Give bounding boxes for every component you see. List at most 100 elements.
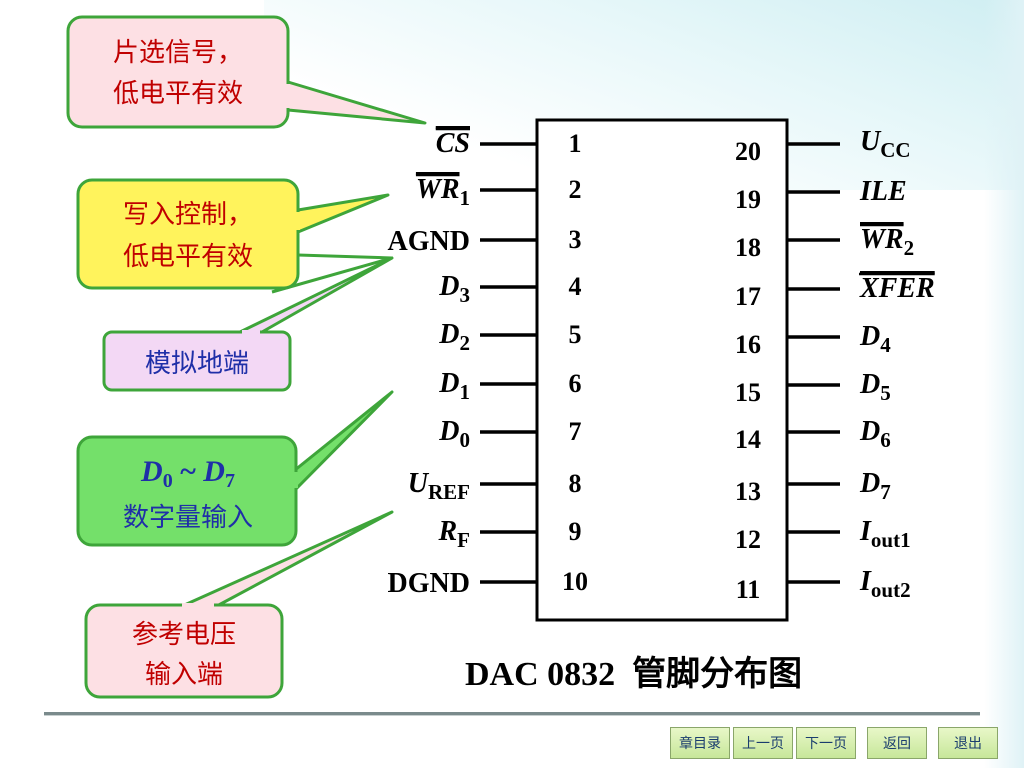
left-pin-1-label: CS bbox=[436, 128, 470, 159]
left-pin-3-label: AGND bbox=[388, 226, 470, 257]
callout-write-control: 写入控制， 低电平有效 bbox=[76, 178, 393, 294]
callout-write-control-line-2: 低电平有效 bbox=[123, 242, 253, 272]
diagram-title: DAC 0832 管脚分布图 bbox=[465, 655, 802, 693]
right-pin-18: 18 WR2 bbox=[735, 223, 914, 262]
right-pin-16-subscript: 4 bbox=[880, 333, 891, 357]
callout-analog-ground-text: 模拟地端 bbox=[145, 349, 249, 379]
right-pin-11: 11 Iout2 bbox=[736, 566, 911, 604]
right-pin-12-number: 12 bbox=[735, 525, 761, 554]
right-pin-15-signal: D bbox=[859, 369, 880, 400]
right-pin-15-label: D5 bbox=[859, 369, 891, 405]
left-pin-5-subscript: 2 bbox=[460, 331, 471, 355]
right-pin-11-number: 11 bbox=[736, 575, 761, 604]
right-pin-18-signal: WR bbox=[860, 224, 904, 255]
next-page-button[interactable]: 下一页 bbox=[796, 727, 856, 759]
right-pin-16-label: D4 bbox=[859, 321, 891, 357]
left-pin-9-number: 9 bbox=[569, 517, 582, 546]
left-pin-10-label: DGND bbox=[388, 568, 470, 599]
left-pin-10-signal: DGND bbox=[388, 568, 470, 599]
right-pin-17-label: XFER bbox=[859, 273, 935, 304]
back-button[interactable]: 返回 bbox=[867, 727, 927, 759]
right-pin-13-subscript: 7 bbox=[880, 480, 891, 504]
left-pin-8-signal: U bbox=[408, 468, 430, 499]
left-pin-10-number: 10 bbox=[562, 567, 588, 596]
left-pin-5-number: 5 bbox=[569, 320, 582, 349]
left-pin-9-subscript: F bbox=[457, 528, 470, 552]
right-pin-14-label: D6 bbox=[859, 416, 891, 452]
left-pin-3: 3 AGND bbox=[388, 225, 582, 257]
callout-digital-input: D0 ~ D7 数字量输入 bbox=[76, 390, 394, 547]
left-pin-7-signal: D bbox=[438, 416, 459, 447]
callout-digital-input-line-2: 数字量输入 bbox=[123, 503, 253, 533]
callout-analog-ground: 模拟地端 bbox=[102, 256, 394, 392]
left-pin-9: 9 RF bbox=[437, 516, 581, 552]
callout-chip-select: 片选信号， 低电平有效 bbox=[66, 15, 427, 129]
right-pin-18-number: 18 bbox=[735, 233, 761, 262]
footer-divider bbox=[44, 712, 980, 716]
right-pin-15-subscript: 5 bbox=[880, 381, 891, 405]
right-pin-20: 20 UCC bbox=[735, 126, 911, 166]
left-pin-6-signal: D bbox=[438, 368, 459, 399]
right-pin-14-subscript: 6 bbox=[880, 428, 891, 452]
right-pin-18-label: WR2 bbox=[860, 224, 914, 260]
right-pin-12-signal: I bbox=[859, 516, 872, 547]
right-pin-20-signal: U bbox=[860, 126, 882, 157]
right-pin-17-number: 17 bbox=[735, 282, 761, 311]
left-pin-6-number: 6 bbox=[569, 369, 582, 398]
background-decoration-edge bbox=[984, 0, 1024, 768]
chapter-contents-button[interactable]: 章目录 bbox=[670, 727, 730, 759]
right-pin-11-subscript: out2 bbox=[871, 578, 911, 602]
left-pin-4-number: 4 bbox=[569, 272, 582, 301]
chip-body bbox=[535, 118, 789, 622]
right-pin-12-subscript: out1 bbox=[871, 528, 911, 552]
right-pin-14: 14 D6 bbox=[735, 416, 891, 454]
callout-digital-input-line-1: D0 ~ D7 bbox=[140, 455, 235, 492]
right-pin-14-signal: D bbox=[859, 416, 880, 447]
right-pin-17: 17 XFER bbox=[735, 272, 935, 311]
exit-button[interactable]: 退出 bbox=[938, 727, 998, 759]
left-pin-7-label: D0 bbox=[438, 416, 470, 452]
right-pin-13: 13 D7 bbox=[735, 468, 891, 506]
right-pin-17-signal: XFER bbox=[859, 273, 935, 304]
left-pin-9-signal: R bbox=[437, 516, 457, 547]
right-pin-20-number: 20 bbox=[735, 137, 761, 166]
right-pin-12-label: Iout1 bbox=[859, 516, 911, 552]
left-pin-3-signal: AGND bbox=[388, 226, 470, 257]
right-pin-13-number: 13 bbox=[735, 477, 761, 506]
callout-ref-voltage: 参考电压 输入端 bbox=[84, 510, 394, 699]
previous-page-button[interactable]: 上一页 bbox=[733, 727, 793, 759]
left-pin-8-subscript: REF bbox=[428, 480, 470, 504]
callout-write-control-line-1: 写入控制， bbox=[123, 200, 253, 230]
right-pin-13-label: D7 bbox=[859, 468, 891, 504]
left-pin-5-label: D2 bbox=[438, 319, 470, 355]
left-pin-6-label: D1 bbox=[438, 368, 470, 404]
callout-chip-select-line-2: 低电平有效 bbox=[113, 79, 243, 109]
callout-chip-select-line-1: 片选信号， bbox=[113, 38, 243, 68]
left-pin-3-number: 3 bbox=[569, 225, 582, 254]
left-pin-4-subscript: 3 bbox=[460, 283, 471, 307]
left-pin-7: 7 D0 bbox=[438, 416, 581, 452]
navigation-bar: 章目录 上一页 下一页 返回 退出 bbox=[670, 727, 998, 759]
left-pin-1-number: 1 bbox=[569, 129, 582, 158]
right-pin-18-subscript: 2 bbox=[904, 236, 915, 260]
right-pin-19-signal: ILE bbox=[859, 176, 907, 207]
left-pin-4-signal: D bbox=[438, 271, 459, 302]
right-pin-14-number: 14 bbox=[735, 425, 761, 454]
right-pin-11-label: Iout2 bbox=[859, 566, 911, 602]
left-pin-1: 1 CS bbox=[435, 127, 582, 159]
left-pin-7-subscript: 0 bbox=[460, 428, 471, 452]
left-pin-7-number: 7 bbox=[569, 417, 582, 446]
right-pin-13-signal: D bbox=[859, 468, 880, 499]
right-pin-12: 12 Iout1 bbox=[735, 516, 911, 554]
left-pin-4-label: D3 bbox=[438, 271, 470, 307]
left-pin-2-label: WR1 bbox=[416, 174, 470, 210]
left-pin-8-label: UREF bbox=[408, 468, 470, 504]
right-pin-20-subscript: CC bbox=[880, 138, 910, 162]
